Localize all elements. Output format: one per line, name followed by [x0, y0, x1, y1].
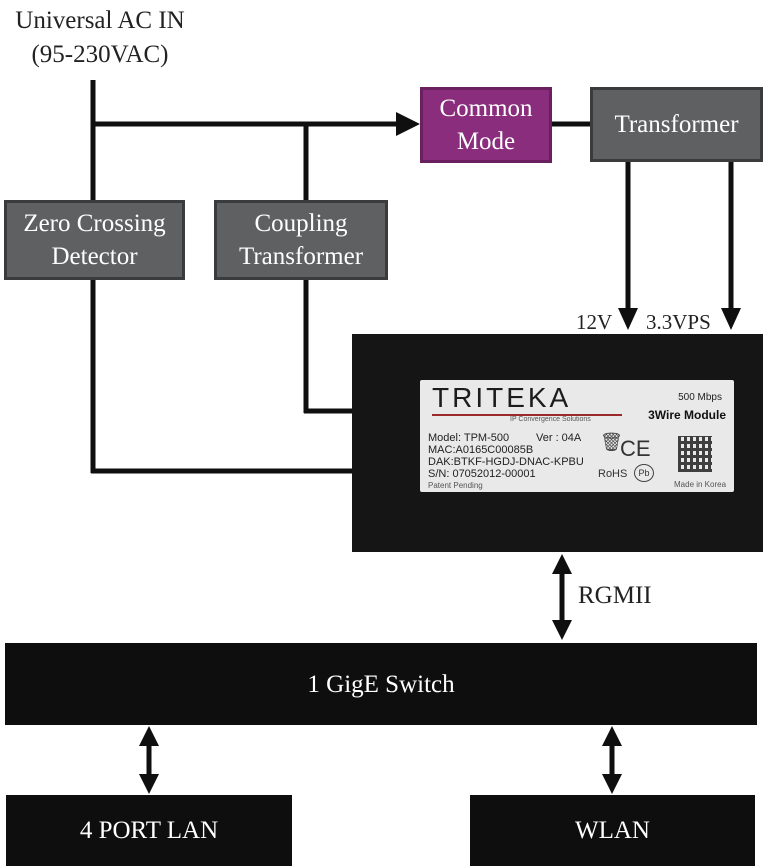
model-text: Model: TPM-500	[428, 432, 510, 444]
ac-input-title: Universal AC IN	[15, 7, 185, 34]
transformer-label: Transformer	[614, 111, 739, 138]
common-mode-line2: Mode	[456, 128, 516, 155]
common-mode-block: Common Mode	[420, 87, 552, 163]
gige-switch-label: 1 GigE Switch	[307, 670, 455, 698]
rgmii-arrow-up	[552, 554, 572, 574]
made-in-text: Made in Korea	[674, 480, 727, 489]
coupling-line1: Coupling	[254, 210, 348, 237]
serial-text: S/N: 07052012-00001	[428, 468, 536, 480]
coupling-transformer-block: Coupling Transformer	[214, 200, 388, 280]
lan-arrow-up	[139, 726, 159, 746]
coupling-line2: Transformer	[238, 243, 364, 270]
zero-crossing-line2: Detector	[51, 243, 138, 270]
wlan-label: WLAN	[575, 817, 650, 844]
zero-crossing-line1: Zero Crossing	[23, 210, 166, 237]
ce-mark: CE	[620, 436, 651, 461]
rgmii-arrow-down	[552, 620, 572, 640]
weee-bin-icon: 🗑	[600, 432, 623, 452]
gige-switch-block: 1 GigE Switch	[5, 643, 757, 725]
common-mode-line1: Common	[439, 95, 533, 122]
brand-logo: TRITEKA	[432, 384, 622, 416]
version-text: Ver : 04A	[536, 432, 582, 444]
module-name: 3Wire Module	[648, 408, 726, 422]
arrow-to-common-mode	[396, 112, 420, 136]
wlan-arrow-up	[602, 726, 622, 746]
rail-12v-label: 12V	[576, 310, 613, 334]
pb-free-icon: Pb	[634, 464, 654, 482]
lan-arrow-down	[139, 774, 159, 794]
dak-text: DAK:BTKF-HGDJ-DNAC-KPBU	[428, 456, 584, 468]
arrow-12v	[618, 308, 638, 330]
wlan-arrow-down	[602, 774, 622, 794]
lan-block: 4 PORT LAN	[6, 795, 292, 866]
wlan-block: WLAN	[470, 795, 755, 866]
rail-33v-label: 3.3VPS	[646, 310, 711, 334]
mac-text: MAC:A0165C00085B	[428, 444, 534, 456]
patent-text: Patent Pending	[428, 481, 483, 490]
module-speed: 500 Mbps	[678, 392, 722, 403]
ac-input-range: (95-230VAC)	[31, 41, 169, 68]
zero-crossing-block: Zero Crossing Detector	[4, 200, 185, 280]
rohs-mark: RoHS	[598, 468, 628, 480]
qr-code-icon	[678, 436, 712, 472]
rgmii-label: RGMII	[578, 582, 652, 609]
module-label: TRITEKA IP Convergence Solutions 500 Mbp…	[420, 380, 734, 492]
arrow-33v	[721, 308, 741, 330]
brand-tagline: IP Convergence Solutions	[510, 416, 591, 423]
lan-label: 4 PORT LAN	[79, 817, 219, 844]
transformer-block: Transformer	[590, 87, 763, 162]
